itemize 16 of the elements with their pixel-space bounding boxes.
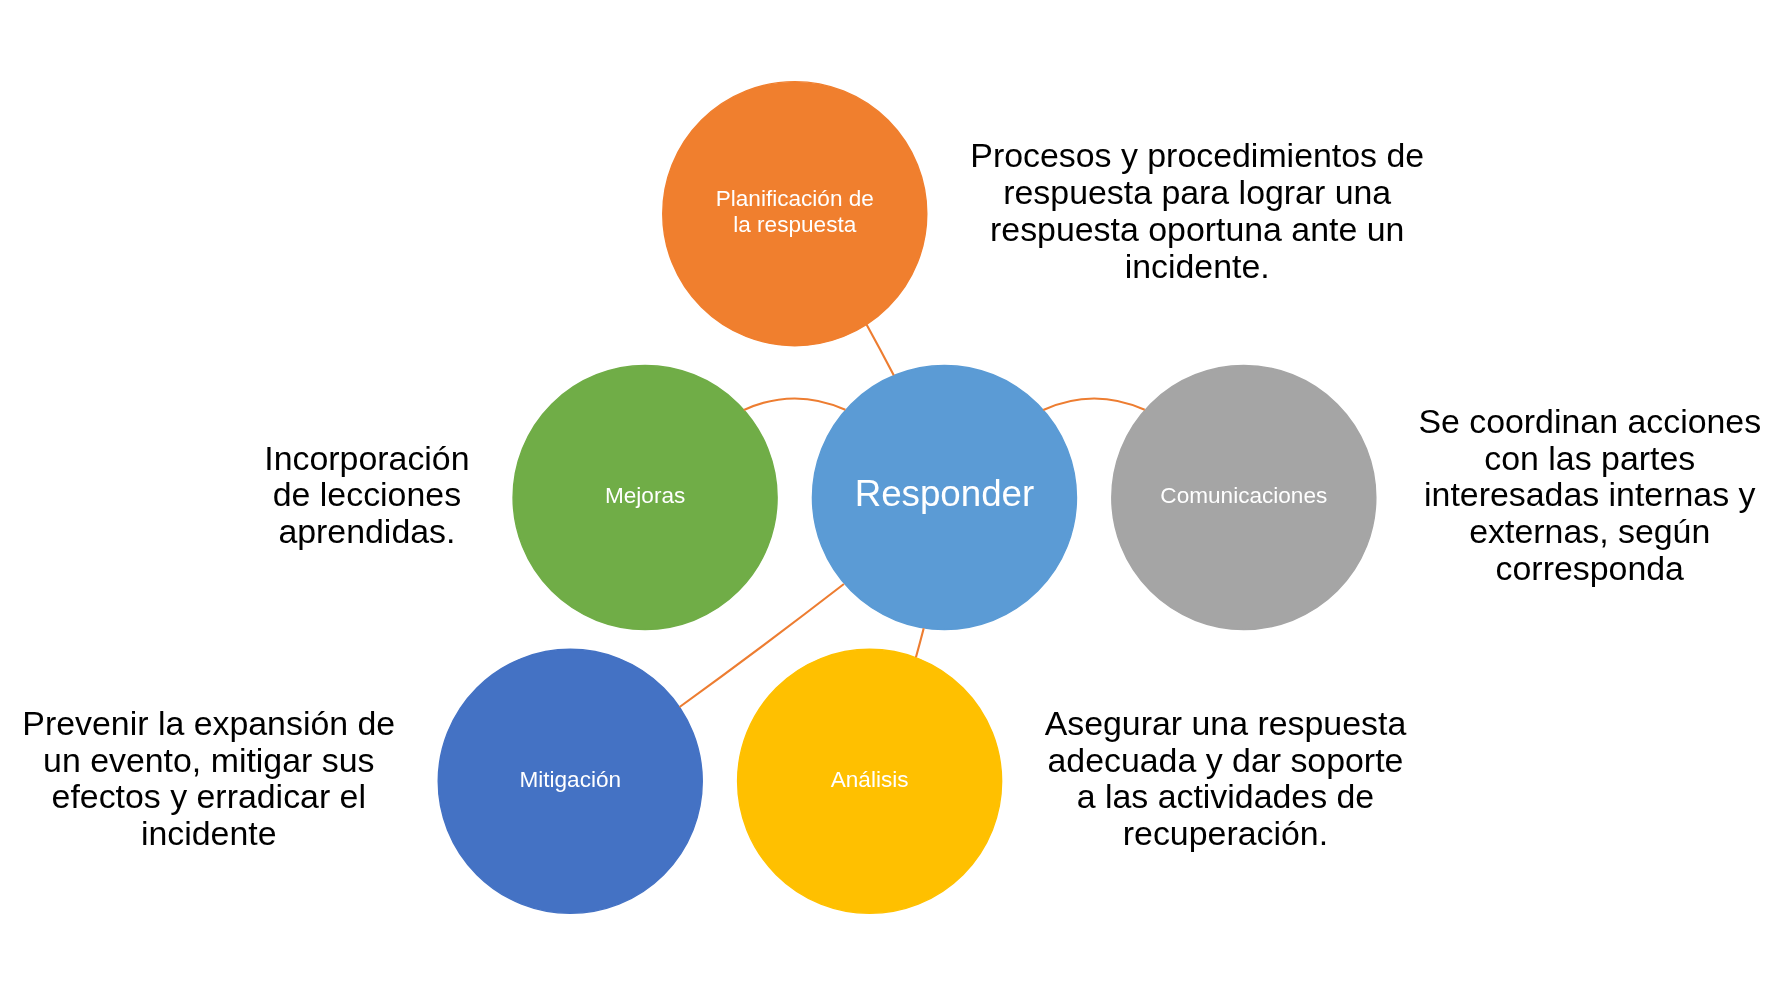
connector <box>914 627 925 658</box>
connector <box>743 397 846 411</box>
connector <box>1042 397 1146 411</box>
connector <box>865 323 895 376</box>
node-circle: Mitigación <box>437 648 703 914</box>
node-label: Procesos y procedimientos de respuesta para lograr una respuesta oportuna ante un incidente. <box>970 135 1425 284</box>
node-label: Se coordinan acciones con las partes interesadas internas y externas, según corresponda <box>1418 401 1762 587</box>
node-label: Asegurar una respuesta adecuada y dar soporte a las actividades de recuperación. <box>1044 703 1407 852</box>
connector <box>678 582 845 708</box>
node-circle: Planificación de la respuesta <box>662 80 928 346</box>
node-label: Incorporación de lecciones aprendidas. <box>264 438 470 550</box>
node-circle: Análisis <box>736 648 1003 914</box>
node-circle: Responder <box>811 364 1078 630</box>
node-circle: Comunicaciones <box>1111 364 1377 630</box>
node-label: Prevenir la expansión de un evento, mitigar sus efectos y erradicar el incidente <box>22 703 396 852</box>
node-circle: Mejoras <box>512 364 778 630</box>
